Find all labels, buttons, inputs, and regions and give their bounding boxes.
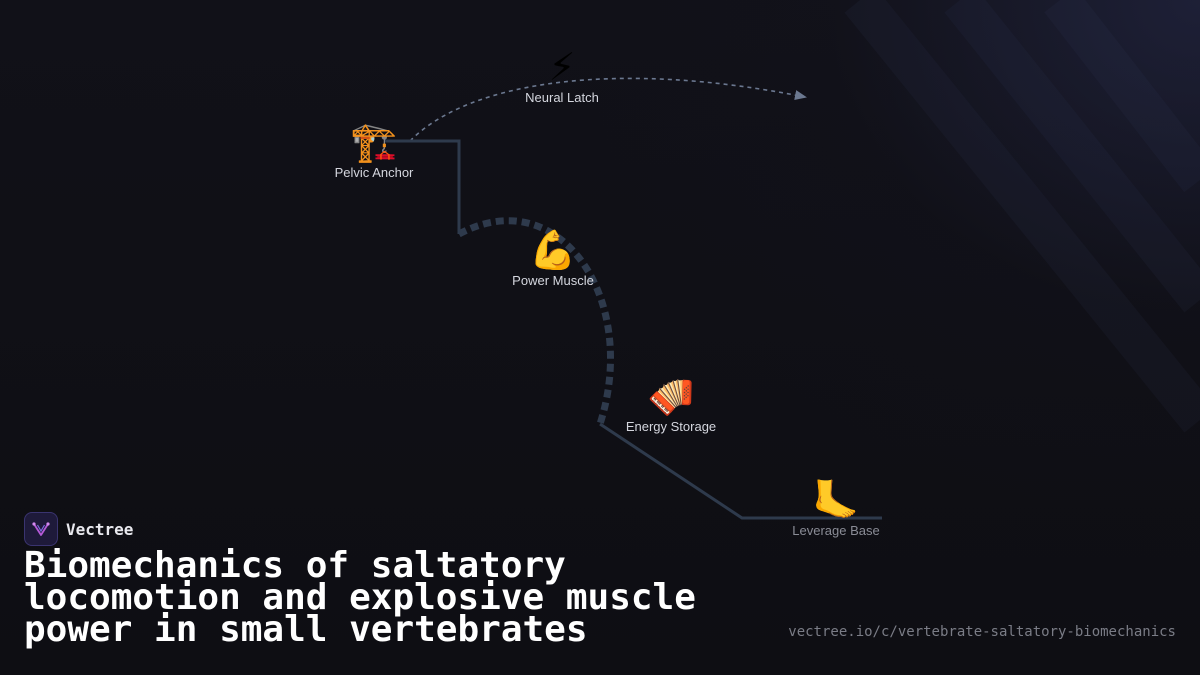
node-label: Leverage Base	[792, 523, 880, 538]
flexed-biceps-icon: 💪	[529, 230, 577, 272]
accordion-icon: 🪗	[647, 376, 695, 418]
node-label: Power Muscle	[512, 273, 594, 288]
node-pelvic-anchor[interactable]: 🏗️ Pelvic Anchor	[335, 123, 414, 180]
connector-storage-to-base	[599, 422, 882, 520]
lightning-icon: ⚡	[548, 47, 576, 89]
vectree-logo-icon	[24, 512, 58, 546]
connector-muscle-to-storage	[457, 217, 614, 426]
connector-pelvic-to-muscle	[385, 139, 461, 234]
brand: Vectree	[24, 512, 133, 546]
page-title: Biomechanics of saltatory locomotion and…	[24, 545, 696, 650]
connector-pelvic-to-neural	[409, 77, 807, 142]
foot-icon: 🦶	[812, 480, 860, 522]
node-leverage-base[interactable]: 🦶 Leverage Base	[792, 481, 879, 538]
source-url[interactable]: vectree.io/c/vertebrate-saltatory-biomec…	[788, 624, 1176, 640]
node-neural-latch[interactable]: ⚡ Neural Latch	[525, 48, 599, 105]
node-power-muscle[interactable]: 💪 Power Muscle	[512, 231, 594, 288]
crane-icon: 🏗️	[350, 122, 398, 164]
node-label: Energy Storage	[625, 419, 717, 434]
node-label: Neural Latch	[525, 90, 599, 105]
brand-name: Vectree	[66, 519, 134, 539]
node-energy-storage[interactable]: 🪗 Energy Storage	[626, 377, 716, 434]
node-label: Pelvic Anchor	[334, 165, 414, 180]
